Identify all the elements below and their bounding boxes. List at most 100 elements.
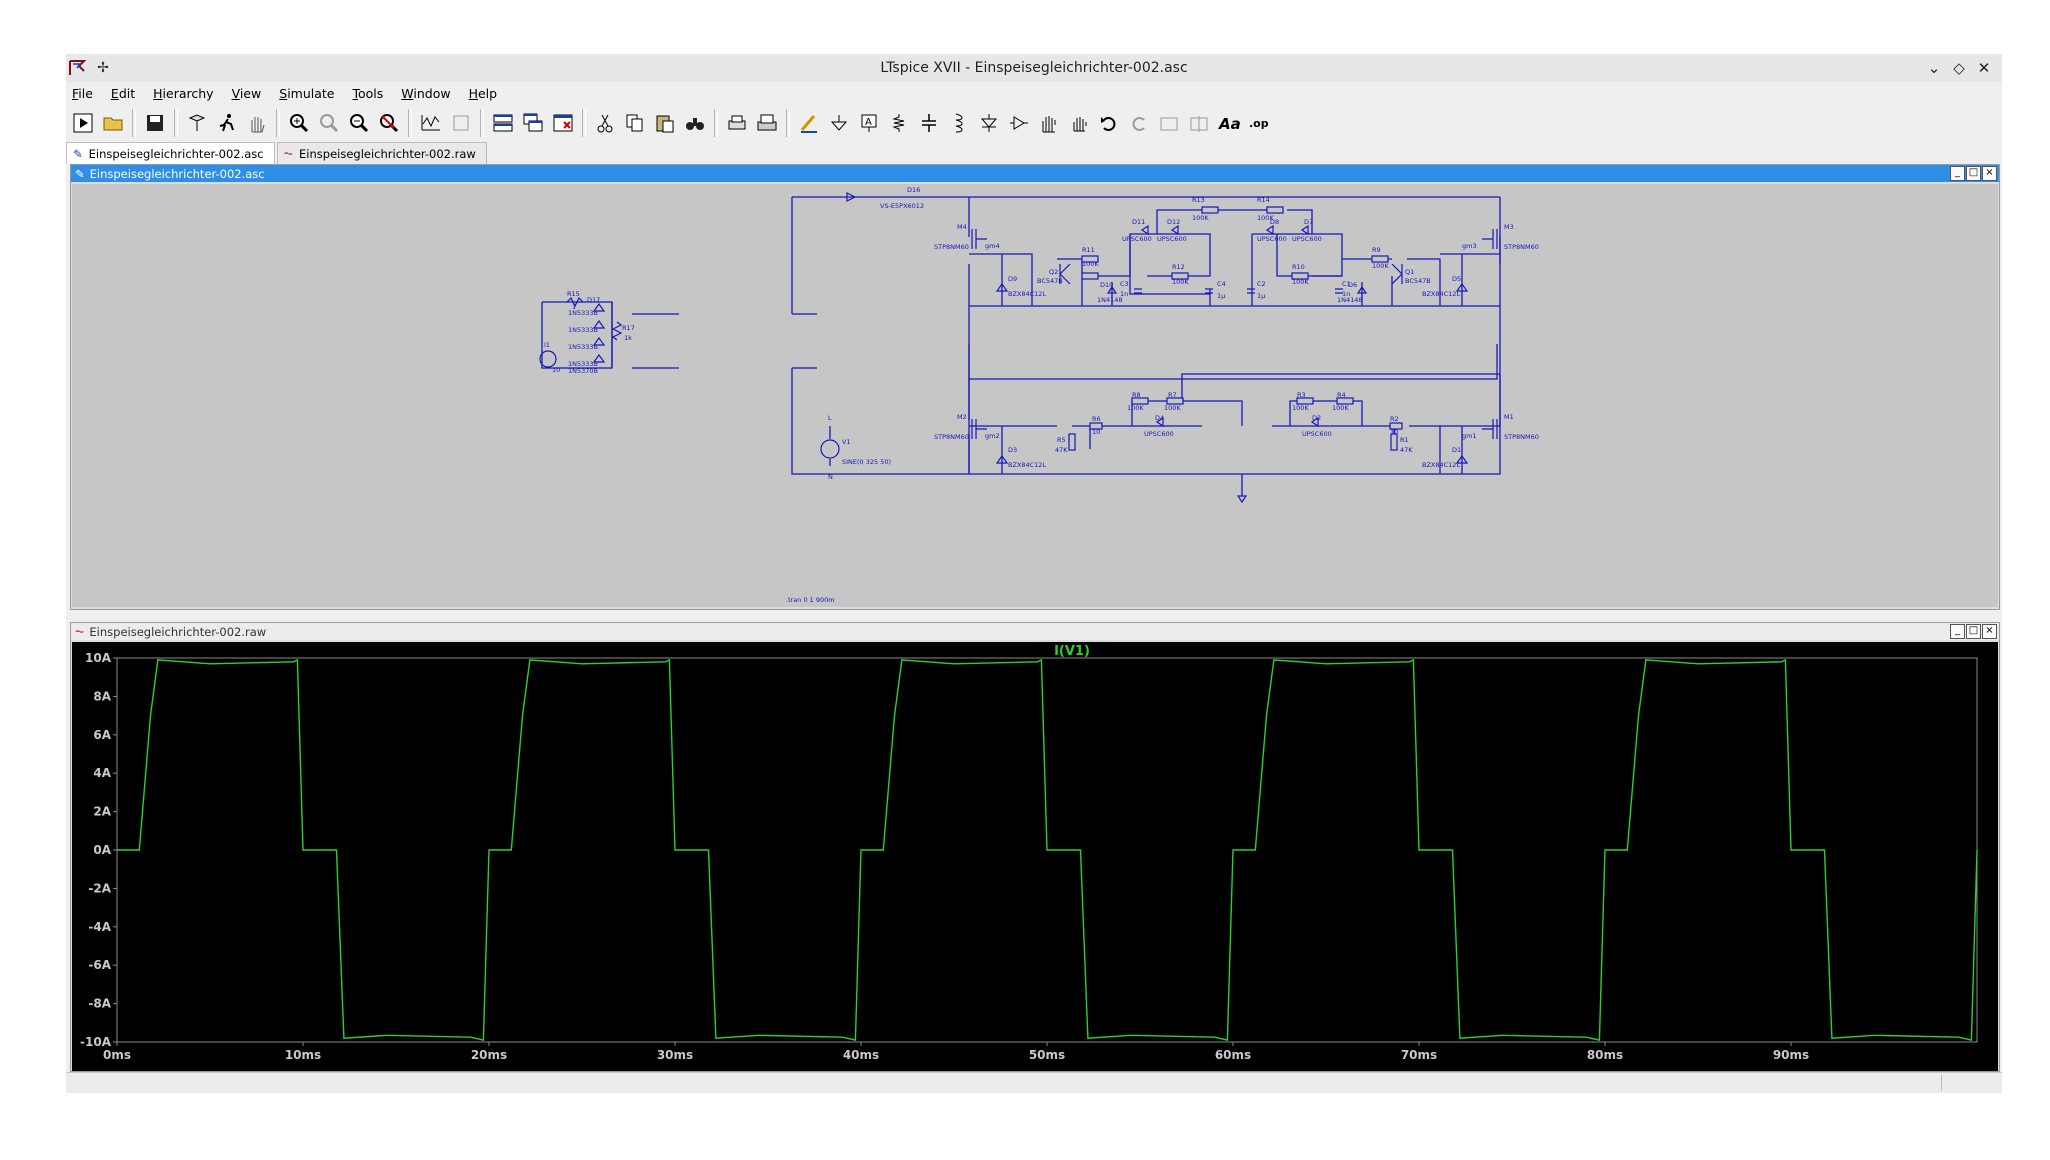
- halt-hand-icon[interactable]: [244, 109, 270, 137]
- label-d4: D4: [1155, 414, 1164, 422]
- cascade-icon[interactable]: [520, 109, 546, 137]
- toolbar-separator: [582, 109, 586, 137]
- menu-tools-label: ools: [358, 86, 384, 101]
- zoom-in-icon[interactable]: [286, 109, 312, 137]
- ltspice-logo-icon[interactable]: [68, 59, 87, 77]
- run-simulation-icon[interactable]: [214, 109, 240, 137]
- waveform-window-titlebar[interactable]: ⏦ Einspeisegleichrichter-002.raw _ □ ×: [71, 623, 1999, 640]
- redo-icon[interactable]: [1126, 109, 1152, 137]
- label-d2-part: UPSC600: [1302, 430, 1332, 438]
- schematic-window-titlebar[interactable]: ✎ Einspeisegleichrichter-002.asc _ □ ×: [71, 165, 1999, 182]
- spice-directive-tran[interactable]: .tran 0 1 900m: [786, 596, 835, 604]
- tab-schematic-label: Einspeisegleichrichter-002.asc: [88, 146, 264, 161]
- tab-waveform[interactable]: ⏦ Einspeisegleichrichter-002.raw: [276, 142, 487, 164]
- label-r2-value: 10: [1390, 428, 1398, 436]
- run-icon[interactable]: [70, 109, 96, 137]
- schematic-canvas[interactable]: D16 VS-E5PX6012 R13 100K R14 100K D11 D1…: [72, 184, 1998, 607]
- label-m3: M3: [1504, 223, 1514, 231]
- schematic-icon: ✎: [73, 146, 83, 161]
- menu-simulate[interactable]: Simulate: [273, 84, 342, 104]
- close-window-icon[interactable]: [550, 109, 576, 137]
- menu-window[interactable]: Window: [395, 84, 458, 104]
- pin-icon[interactable]: ✢: [97, 60, 109, 76]
- menu-help-label: elp: [477, 86, 498, 101]
- waveform-window-title: Einspeisegleichrichter-002.raw: [89, 624, 267, 639]
- label-net-icon[interactable]: A: [856, 109, 882, 137]
- component-icon[interactable]: [1006, 109, 1032, 137]
- waveform-minimize-icon[interactable]: _: [1950, 624, 1965, 639]
- x-tick-label: 60ms: [1215, 1048, 1251, 1062]
- menu-file-mnemonic: F: [72, 86, 79, 101]
- menu-help[interactable]: Help: [463, 84, 506, 104]
- tile-horizontal-icon[interactable]: [490, 109, 516, 137]
- copy-icon[interactable]: [622, 109, 648, 137]
- print-preview-icon[interactable]: [724, 109, 750, 137]
- close-icon[interactable]: ✕: [1977, 59, 1991, 77]
- menu-hierarchy[interactable]: Hierarchy: [147, 84, 221, 104]
- undo-icon[interactable]: [1096, 109, 1122, 137]
- print-icon[interactable]: [754, 109, 780, 137]
- ground-icon[interactable]: [826, 109, 852, 137]
- label-upsc-4: UPSC600: [1292, 235, 1322, 243]
- restore-icon[interactable]: ◇: [1953, 59, 1965, 77]
- x-tick-label: 30ms: [657, 1048, 693, 1062]
- label-d16: D16: [907, 186, 920, 194]
- label-gm3: gm3: [1462, 242, 1477, 250]
- minimize-icon[interactable]: ⌄: [1927, 59, 1941, 77]
- cut-icon[interactable]: [592, 109, 618, 137]
- mirror-icon[interactable]: [1186, 109, 1212, 137]
- toolbar-separator: [714, 109, 718, 137]
- tab-waveform-label: Einspeisegleichrichter-002.raw: [299, 146, 476, 161]
- status-bar: [66, 1072, 2002, 1093]
- waveform-close-icon[interactable]: ×: [1982, 624, 1997, 639]
- label-d16-part: VS-E5PX6012: [880, 202, 924, 210]
- autorange-icon[interactable]: [418, 109, 444, 137]
- menu-file[interactable]: File: [66, 84, 101, 104]
- save-icon[interactable]: [142, 109, 168, 137]
- svg-text:Aa: Aa: [1218, 115, 1240, 133]
- trace-i-v1[interactable]: [117, 658, 1978, 1041]
- text-icon[interactable]: Aa: [1216, 109, 1242, 137]
- drag-hand-icon[interactable]: [1066, 109, 1092, 137]
- pane-maximize-icon[interactable]: □: [1966, 166, 1981, 181]
- y-tick-label: -4A: [88, 920, 111, 934]
- menu-file-label: ile: [78, 86, 93, 101]
- label-r17: R17: [622, 324, 635, 332]
- manual-limits-icon[interactable]: [448, 109, 474, 137]
- label-r1: R1: [1400, 436, 1409, 444]
- label-v1: V1: [842, 438, 851, 446]
- rotate-icon[interactable]: [1156, 109, 1182, 137]
- svg-text:A: A: [865, 117, 872, 128]
- label-net-n: N: [828, 473, 833, 481]
- open-folder-icon[interactable]: [100, 109, 126, 137]
- zoom-out-icon[interactable]: [346, 109, 372, 137]
- y-tick-label: 0A: [93, 843, 111, 857]
- find-binoculars-icon[interactable]: [682, 109, 708, 137]
- document-tabs: ✎ Einspeisegleichrichter-002.asc ⏦ Einsp…: [66, 142, 489, 164]
- menu-tools[interactable]: Tools: [346, 84, 391, 104]
- draw-wire-icon[interactable]: [796, 109, 822, 137]
- spice-directive-icon[interactable]: .op: [1246, 109, 1272, 137]
- control-panel-icon[interactable]: [184, 109, 210, 137]
- resistor-icon[interactable]: [886, 109, 912, 137]
- capacitor-icon[interactable]: [916, 109, 942, 137]
- zoom-fit-icon[interactable]: [376, 109, 402, 137]
- pane-close-icon[interactable]: ×: [1982, 166, 1997, 181]
- move-hand-icon[interactable]: [1036, 109, 1062, 137]
- tab-schematic[interactable]: ✎ Einspeisegleichrichter-002.asc: [66, 142, 275, 164]
- label-c2-value: 1µ: [1257, 292, 1265, 300]
- menu-edit-label: dit: [118, 86, 136, 101]
- menu-hierarchy-mnemonic: H: [153, 86, 163, 101]
- waveform-maximize-icon[interactable]: □: [1966, 624, 1981, 639]
- x-tick-label: 50ms: [1029, 1048, 1065, 1062]
- diode-icon[interactable]: [976, 109, 1002, 137]
- pane-minimize-icon[interactable]: _: [1950, 166, 1965, 181]
- menu-view[interactable]: View: [226, 84, 270, 104]
- menu-edit[interactable]: Edit: [105, 84, 143, 104]
- inductor-icon[interactable]: [946, 109, 972, 137]
- label-r15: R15: [567, 290, 580, 298]
- paste-icon[interactable]: [652, 109, 678, 137]
- pan-icon[interactable]: [316, 109, 342, 137]
